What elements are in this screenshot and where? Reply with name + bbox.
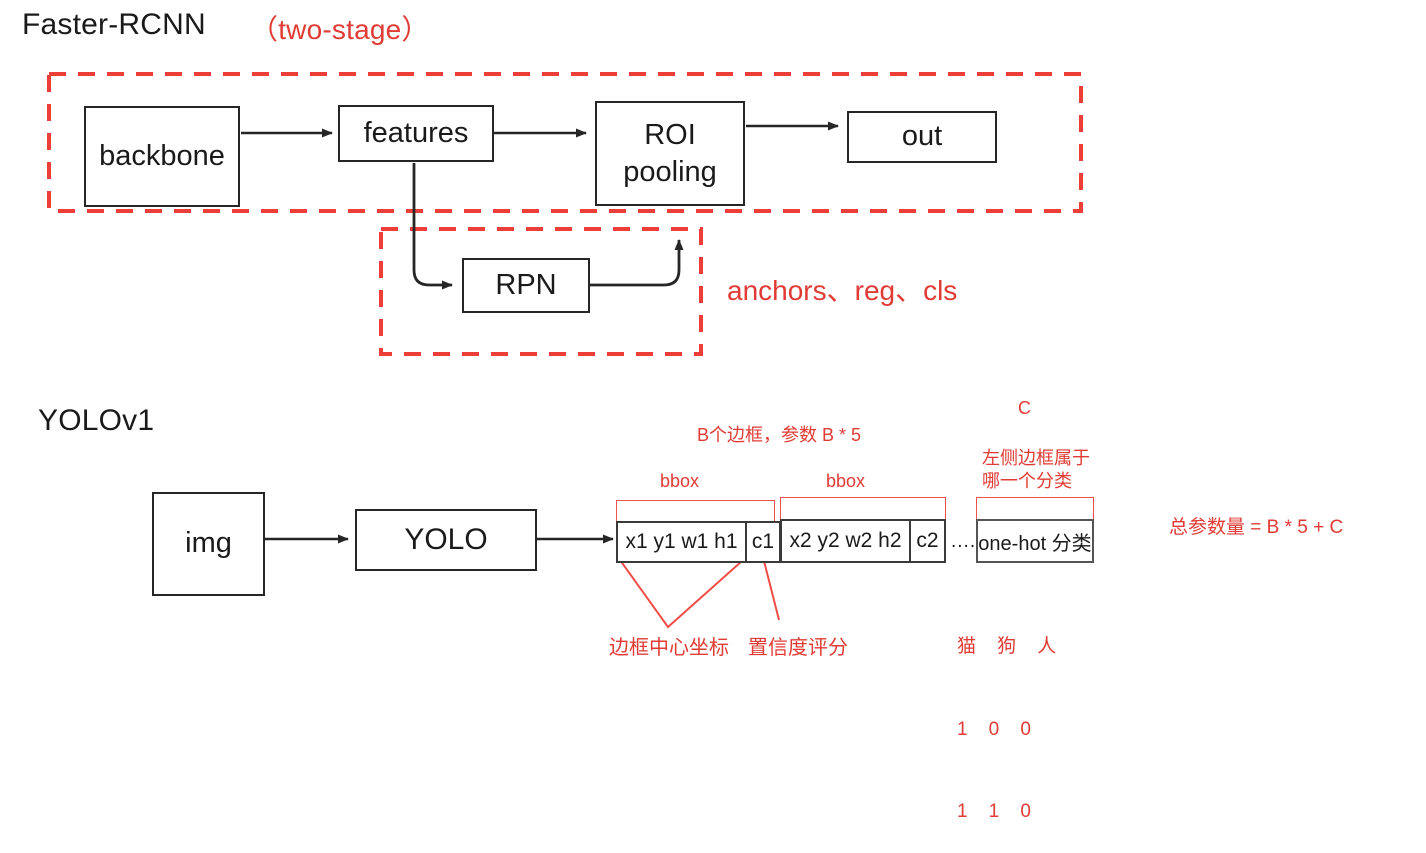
vector-cell-c2[interactable]: c2 bbox=[909, 519, 946, 563]
node-out-label: out bbox=[901, 120, 943, 153]
node-img[interactable]: img bbox=[152, 492, 265, 596]
annotation-class-note-line1: 左侧边框属于 bbox=[982, 448, 1090, 468]
onehot-table-headers: 猫 狗 人 bbox=[957, 636, 1057, 658]
node-features[interactable]: features bbox=[338, 105, 494, 162]
node-yolo-label: YOLO bbox=[404, 522, 488, 556]
faster-rcnn-title: Faster-RCNN bbox=[22, 8, 206, 41]
node-rpn[interactable]: RPN bbox=[462, 258, 590, 313]
vector-cell-c1-label: c1 bbox=[751, 530, 775, 553]
label-bbox-2: bbox bbox=[826, 471, 866, 491]
leader-center-coords bbox=[619, 559, 743, 629]
faster-rcnn-subtitle: （two-stage） bbox=[250, 14, 430, 45]
dashed-group-main bbox=[47, 72, 1083, 213]
node-img-label: img bbox=[185, 527, 232, 560]
node-features-label: features bbox=[363, 116, 469, 149]
annotation-center-coords: 边框中心坐标 bbox=[609, 637, 729, 659]
annotation-total-formula: 总参数量 = B * 5 + C bbox=[1169, 517, 1344, 538]
vector-cell-bbox2[interactable]: x2 y2 w2 h2 bbox=[780, 519, 911, 563]
vector-cell-onehot[interactable]: one-hot 分类 bbox=[976, 519, 1094, 563]
node-backbone-label: backbone bbox=[99, 139, 225, 172]
vector-cell-bbox1-label: x1 y1 w1 h1 bbox=[625, 530, 738, 553]
yolov1-title: YOLOv1 bbox=[38, 404, 155, 437]
annotation-confidence: 置信度评分 bbox=[748, 637, 848, 659]
dashed-group-rpn bbox=[379, 227, 703, 356]
arrow-features-to-rpn bbox=[412, 163, 453, 290]
vector-cell-bbox2-label: x2 y2 w2 h2 bbox=[789, 529, 902, 552]
node-out[interactable]: out bbox=[847, 111, 997, 163]
annotation-b-boxes: B个边框，参数 B * 5 bbox=[697, 425, 862, 445]
onehot-example-table: 猫 狗 人 1 0 0 1 1 0 bbox=[957, 578, 1056, 853]
leader-confidence bbox=[763, 560, 780, 621]
node-rpn-label: RPN bbox=[495, 268, 557, 301]
vector-cell-bbox1[interactable]: x1 y1 w1 h1 bbox=[616, 521, 747, 563]
onehot-table-row-1: 1 1 0 bbox=[957, 801, 1031, 823]
vector-cell-onehot-label: one-hot 分类 bbox=[978, 532, 1092, 555]
vector-cell-c1[interactable]: c1 bbox=[745, 521, 781, 563]
annotation-c-label: C bbox=[1018, 398, 1031, 418]
node-yolo[interactable]: YOLO bbox=[355, 509, 537, 571]
vector-ellipsis: .... bbox=[951, 531, 977, 552]
node-backbone[interactable]: backbone bbox=[84, 106, 240, 207]
arrow-rpn-to-roi bbox=[590, 239, 684, 287]
annotation-anchors-reg-cls: anchors、reg、cls bbox=[727, 275, 958, 306]
diagram-canvas bbox=[47, 72, 1083, 629]
bbox-bracket-1 bbox=[616, 500, 775, 522]
annotation-class-note-line2: 哪一个分类 bbox=[982, 471, 1072, 491]
label-bbox-1: bbox bbox=[660, 471, 700, 491]
vector-cell-c2-label: c2 bbox=[916, 529, 939, 552]
node-roi-pooling[interactable]: ROI pooling bbox=[595, 101, 745, 206]
node-roi-pooling-label: ROI pooling bbox=[623, 119, 717, 188]
onehot-table-row-0: 1 0 0 bbox=[957, 718, 1031, 740]
